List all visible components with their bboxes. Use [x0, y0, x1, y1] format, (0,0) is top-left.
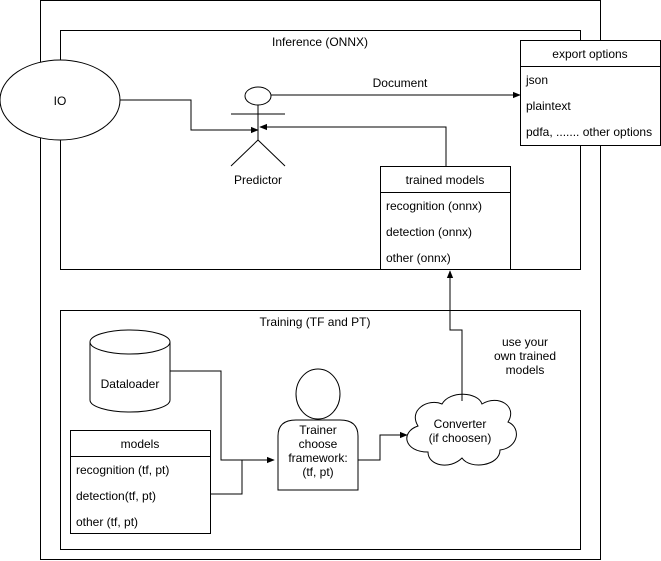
training-title: Training (TF and PT) — [260, 315, 371, 329]
models-to-trainer-arrow — [210, 460, 243, 495]
export-option-item: plaintext — [526, 99, 571, 113]
document-label: Document — [373, 76, 428, 90]
export-options-table: export options json plaintext pdfa, ....… — [520, 40, 661, 146]
inference-title: Inference (ONNX) — [272, 35, 368, 49]
dataloader-label: Dataloader — [101, 377, 160, 391]
trained-model-item: recognition (onnx) — [386, 199, 482, 213]
trainer-to-converter-arrow — [358, 431, 408, 461]
export-option-item: json — [525, 73, 548, 87]
predictor-label: Predictor — [234, 173, 282, 187]
trainer-person — [277, 368, 359, 491]
models-table: models recognition (tf, pt) detection(tf… — [70, 430, 211, 534]
converter-to-trained-models-arrow — [446, 270, 463, 401]
trained-models-header: trained models — [406, 173, 485, 187]
model-item: other (tf, pt) — [76, 515, 138, 529]
model-item: recognition (tf, pt) — [76, 463, 169, 477]
dataloader-to-trainer-arrow — [170, 370, 275, 464]
predictor-actor — [230, 86, 286, 167]
model-item: detection(tf, pt) — [76, 489, 156, 503]
trainer-label-line: framework: — [288, 451, 347, 465]
trained-model-item: detection (onnx) — [386, 225, 472, 239]
dataloader-cylinder — [89, 329, 171, 413]
converter-cloud — [406, 393, 517, 466]
trained-models-table: trained models recognition (onnx) detect… — [380, 166, 511, 270]
trainer-label-line: choose — [299, 437, 338, 451]
io-to-predictor-arrow — [120, 99, 259, 134]
converter-label-line: (if choosen) — [429, 431, 492, 445]
note-line: models — [506, 363, 545, 377]
note-line: own trained — [494, 349, 556, 363]
export-options-header: export options — [552, 47, 627, 61]
models-header: models — [121, 437, 160, 451]
trained-models-to-predictor-arrow — [259, 123, 447, 166]
export-option-item: pdfa, ....... other options — [526, 125, 652, 139]
trainer-label-line: Trainer — [299, 423, 337, 437]
trainer-label-line: (tf, pt) — [302, 465, 333, 479]
trained-model-item: other (onnx) — [386, 251, 451, 265]
note-line: use your — [502, 335, 548, 349]
io-label: IO — [54, 94, 67, 108]
converter-label-line: Converter — [434, 417, 487, 431]
